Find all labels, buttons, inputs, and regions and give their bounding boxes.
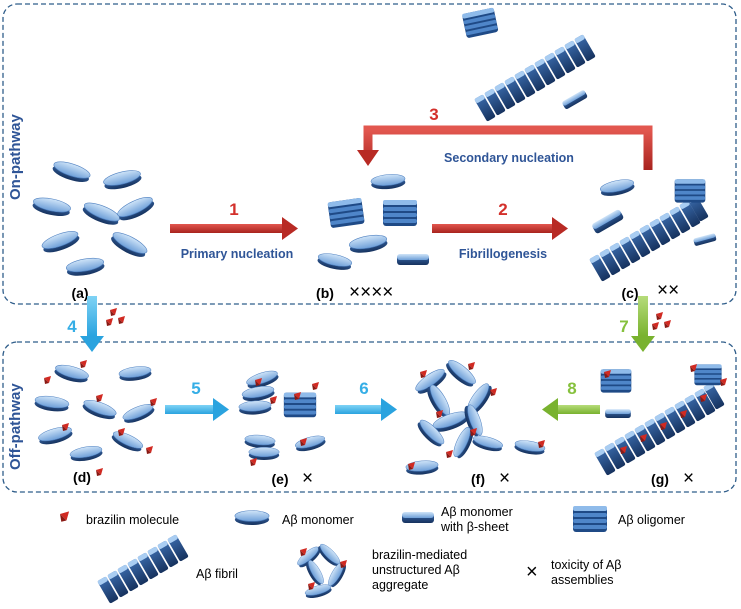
primary-nucleation-label: Primary nucleation xyxy=(181,247,294,261)
step-7-arrow xyxy=(631,296,655,352)
panel-d-monomers xyxy=(33,360,157,476)
on-pathway-region xyxy=(2,3,737,305)
panel-g-toxicity: × xyxy=(683,468,694,489)
panel-b-structures xyxy=(316,172,429,273)
legend-aggregate-line2: unstructured Aβ xyxy=(372,563,460,577)
panel-g-label: (g) xyxy=(651,471,669,487)
step-8-number: 8 xyxy=(567,379,576,398)
step-3-arrow xyxy=(357,125,653,170)
step-3-number: 3 xyxy=(429,105,438,124)
panel-g-fibril xyxy=(594,364,727,476)
legend-toxicity-line1: toxicity of Aβ xyxy=(551,558,621,572)
panel-f-label: (f) xyxy=(471,471,485,487)
panel-c-fibril xyxy=(589,176,717,282)
step-2-arrow xyxy=(432,217,568,240)
step-4-arrow xyxy=(80,296,104,352)
panel-f-toxicity: × xyxy=(499,468,510,489)
panel-e-toxicity: × xyxy=(302,468,313,489)
legend-toxicity-symbol: × xyxy=(526,561,538,583)
step-5-arrow xyxy=(165,398,229,421)
legend-beta-monomer-line2: with β-sheet xyxy=(440,520,509,534)
legend-oligomer-label: Aβ oligomer xyxy=(618,513,685,527)
step-6-arrow xyxy=(335,398,397,421)
legend-beta-monomer-line1: Aβ monomer xyxy=(441,505,513,519)
panel-c-toxicity: ×× xyxy=(657,280,679,301)
panel-a-label: (a) xyxy=(71,285,88,301)
panel-d-label: (d) xyxy=(73,469,91,485)
brazilin-cluster-7 xyxy=(652,312,671,330)
legend-aggregate-swatch xyxy=(294,541,349,601)
step-5-number: 5 xyxy=(191,379,200,398)
legend: brazilin molecule Aβ monomer Aβ monomer … xyxy=(60,505,685,604)
legend-brazilin-label: brazilin molecule xyxy=(86,513,179,527)
legend-aggregate-line3: aggregate xyxy=(372,578,428,592)
panel-a-monomers xyxy=(31,158,157,279)
step-1-arrow xyxy=(170,217,298,240)
top-fibril xyxy=(461,7,596,122)
step-7-number: 7 xyxy=(619,317,628,336)
panel-f-aggregate xyxy=(405,356,547,477)
panel-e-structures xyxy=(238,367,327,466)
panel-e-label: (e) xyxy=(271,471,288,487)
legend-brazilin-swatch xyxy=(60,511,70,522)
off-pathway-region xyxy=(2,341,737,493)
secondary-nucleation-label: Secondary nucleation xyxy=(444,151,574,165)
step-6-number: 6 xyxy=(359,379,368,398)
brazilin-cluster-4 xyxy=(106,308,125,326)
legend-fibril-swatch xyxy=(97,534,189,604)
legend-oligomer-swatch xyxy=(573,506,607,532)
panel-c-label: (c) xyxy=(621,285,638,301)
panel-b-toxicity: ×××× xyxy=(349,282,393,303)
step-1-number: 1 xyxy=(229,200,238,219)
legend-toxicity-line2: assemblies xyxy=(551,573,614,587)
panel-b-label: (b) xyxy=(316,285,334,301)
legend-fibril-label: Aβ fibril xyxy=(196,567,238,581)
step-2-number: 2 xyxy=(498,200,507,219)
off-pathway-label: Off-pathway xyxy=(7,383,24,470)
on-pathway-label: On-pathway xyxy=(7,114,24,200)
legend-beta-monomer-swatch xyxy=(402,512,434,523)
legend-monomer-swatch xyxy=(234,510,270,526)
fibrillogenesis-label: Fibrillogenesis xyxy=(459,247,547,261)
legend-aggregate-line1: brazilin-mediated xyxy=(372,548,467,562)
step-4-number: 4 xyxy=(67,317,77,336)
step-8-arrow xyxy=(542,398,600,421)
legend-monomer-label: Aβ monomer xyxy=(282,513,354,527)
